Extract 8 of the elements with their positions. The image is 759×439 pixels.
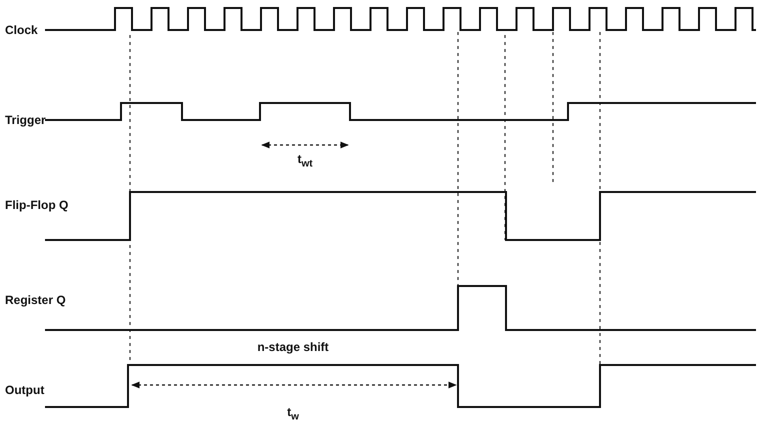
signal-label: Flip-Flop Q [5,198,68,212]
dimension-label: t$_{w}$ [287,405,299,424]
dimension-label: t$_{wt}$ [297,152,313,172]
annotation-text: n-stage shift [257,340,329,354]
signal-label: Output [5,383,44,397]
signal-label: Clock [5,23,38,37]
signal-label: Trigger [5,113,46,127]
signal-label: Register Q [5,293,66,307]
